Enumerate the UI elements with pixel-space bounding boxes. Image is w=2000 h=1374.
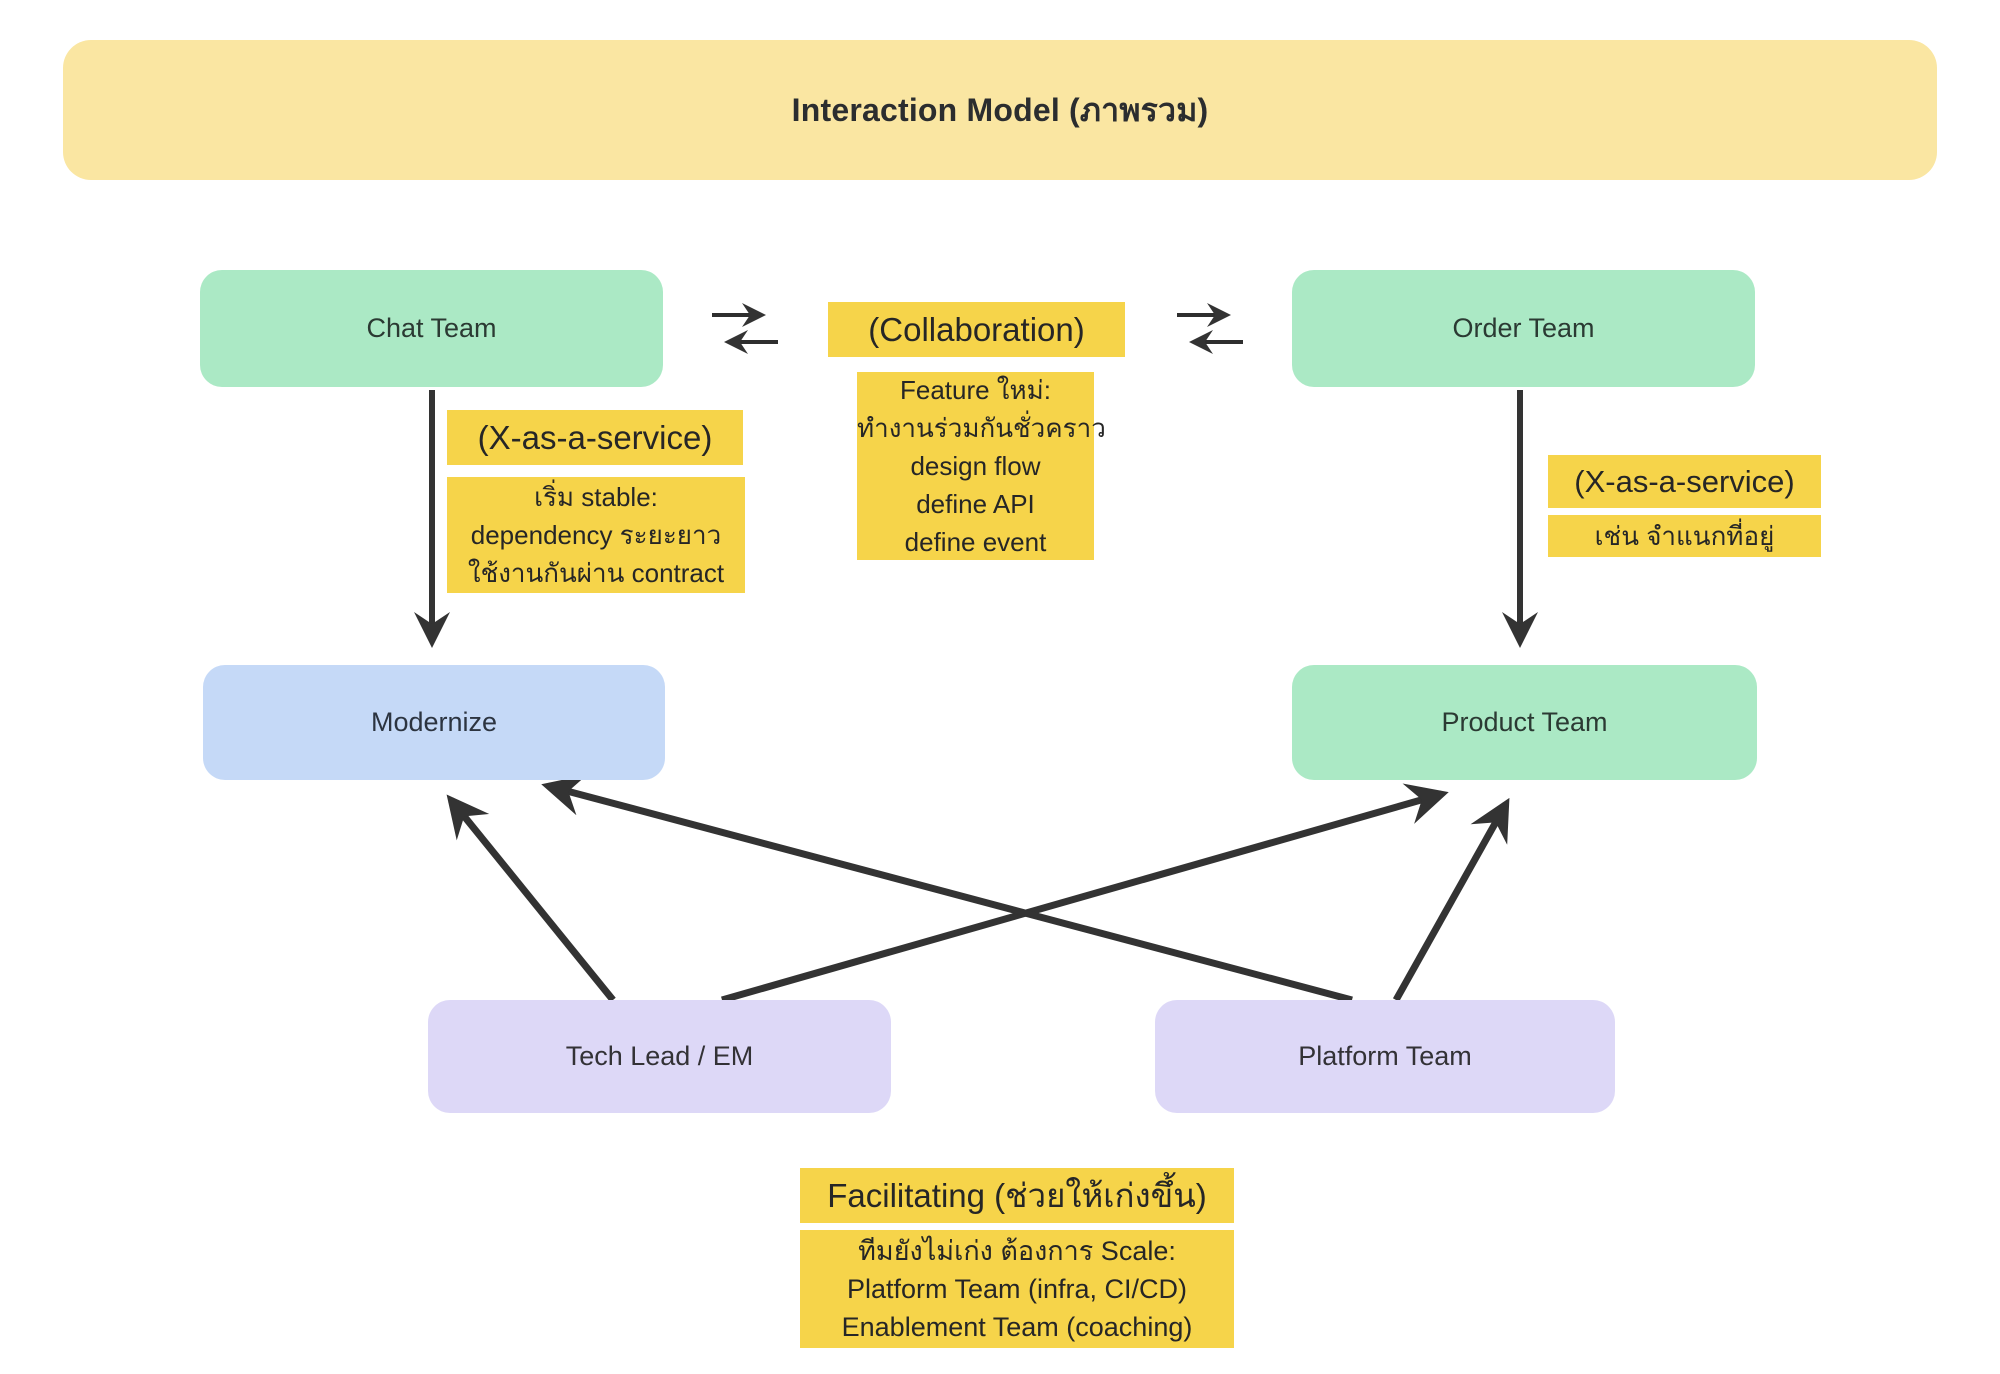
xaas-left-line-1: เริ่ม stable:: [534, 482, 658, 512]
label-xaas-right-note: เช่น จำแนกที่อยู่: [1548, 515, 1821, 557]
node-platform-team: Platform Team: [1155, 1000, 1615, 1113]
label-collaboration-note: Feature ใหม่: ทำงานร่วมกันชั่วคราว desig…: [857, 372, 1106, 560]
node-order-team-label: Order Team: [1452, 313, 1595, 343]
xaas-right-line-1: เช่น จำแนกที่อยู่: [1594, 521, 1775, 551]
exchange-arrows-left: [712, 303, 778, 354]
collab-line-2: ทำงานร่วมกันชั่วคราว: [857, 413, 1106, 443]
node-modernize: Modernize: [203, 665, 665, 780]
node-order-team: Order Team: [1292, 270, 1755, 387]
collab-line-1: Feature ใหม่:: [899, 375, 1052, 405]
label-xaas-left-title: (X-as-a-service): [447, 410, 743, 465]
title-banner: Interaction Model (ภาพรวม): [63, 40, 1937, 180]
page-title: Interaction Model (ภาพรวม): [791, 91, 1209, 128]
label-facilitating-title: Facilitating (ช่วยให้เก่งขึ้น): [800, 1168, 1234, 1223]
collab-line-4: define API: [916, 489, 1035, 519]
facilitating-line-3: Enablement Team (coaching): [841, 1312, 1193, 1342]
label-xaas-left-note: เริ่ม stable: dependency ระยะยาว ใช้งานก…: [447, 477, 745, 593]
label-xaas-right-title: (X-as-a-service): [1548, 455, 1821, 508]
node-tech-lead-label: Tech Lead / EM: [565, 1041, 754, 1071]
label-collaboration-title: (Collaboration): [828, 302, 1125, 357]
node-tech-lead: Tech Lead / EM: [428, 1000, 891, 1113]
arrow-techlead-to-modernize: [446, 794, 616, 1003]
exchange-arrows-right: [1177, 303, 1243, 354]
xaas-left-line-2: dependency ระยะยาว: [470, 520, 722, 550]
node-product-team: Product Team: [1292, 665, 1757, 780]
arrow-techlead-to-product: [721, 783, 1449, 1004]
node-modernize-label: Modernize: [370, 707, 498, 737]
node-chat-team-label: Chat Team: [366, 313, 497, 343]
node-product-team-label: Product Team: [1441, 707, 1608, 737]
collab-line-5: define event: [904, 527, 1047, 557]
facilitating-line-2: Platform Team (infra, CI/CD): [846, 1274, 1188, 1304]
collab-line-3: design flow: [910, 451, 1041, 481]
arrow-platform-to-modernize: [541, 774, 1353, 1004]
node-chat-team: Chat Team: [200, 270, 663, 387]
arrow-platform-to-product: [1392, 797, 1510, 1002]
node-platform-team-label: Platform Team: [1298, 1041, 1472, 1071]
xaas-left-line-3: ใช้งานกันผ่าน contract: [467, 558, 725, 588]
label-facilitating-note: ทีมยังไม่เก่ง ต้องการ Scale: Platform Te…: [800, 1230, 1234, 1348]
facilitating-line-1: ทีมยังไม่เก่ง ต้องการ Scale:: [858, 1236, 1176, 1266]
